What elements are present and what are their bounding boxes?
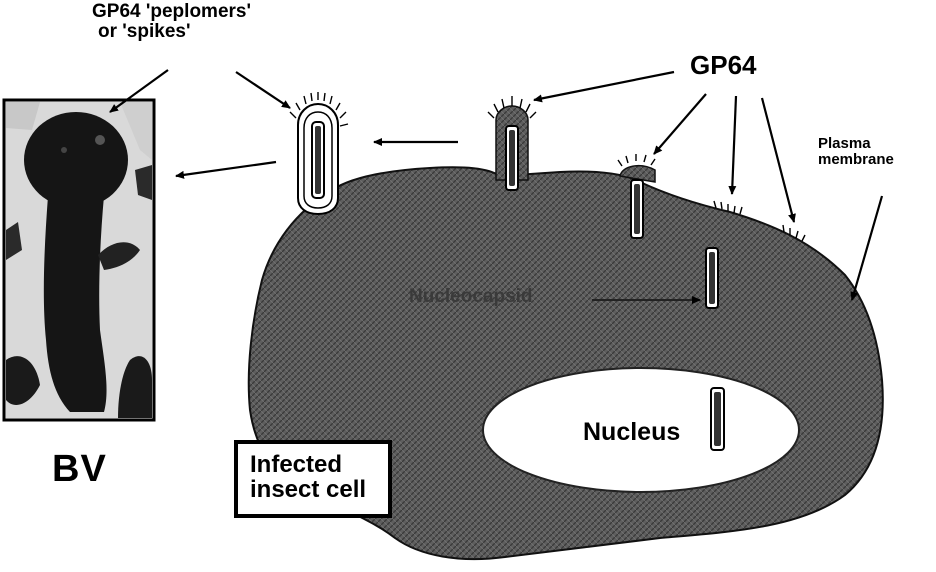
gp64-label: GP64 bbox=[690, 52, 757, 79]
arrow-gp64-to-spike-4 bbox=[762, 98, 794, 222]
peplomers-label-line1: GP64 'peplomers' bbox=[92, 2, 251, 22]
arrow-gp64-to-bud bbox=[534, 72, 674, 100]
infected-cell-label: Infected insect cell bbox=[250, 452, 366, 502]
arrow-virion-to-bv bbox=[176, 162, 276, 176]
infected-label-line2: insect cell bbox=[250, 477, 366, 502]
plasma-label-line2: membrane bbox=[818, 152, 894, 168]
nucleus-label: Nucleus bbox=[583, 419, 680, 445]
arrow-peplomers-to-virion bbox=[236, 72, 290, 108]
arrow-gp64-to-spike-3 bbox=[732, 96, 736, 194]
peplomers-label-line2: or 'spikes' bbox=[98, 22, 251, 42]
infected-label-line1: Infected bbox=[250, 452, 366, 477]
nucleocapsid-label: Nucleocapsid bbox=[409, 287, 533, 307]
arrow-gp64-to-spike-2 bbox=[654, 94, 706, 154]
arrow-plasma-membrane bbox=[852, 196, 882, 300]
plasma-label-line1: Plasma bbox=[818, 136, 894, 152]
peplomers-label: GP64 'peplomers' or 'spikes' bbox=[92, 2, 251, 42]
bv-micrograph bbox=[4, 100, 154, 420]
plasma-membrane-label: Plasma membrane bbox=[818, 136, 894, 168]
bv-label: BV bbox=[52, 450, 107, 490]
